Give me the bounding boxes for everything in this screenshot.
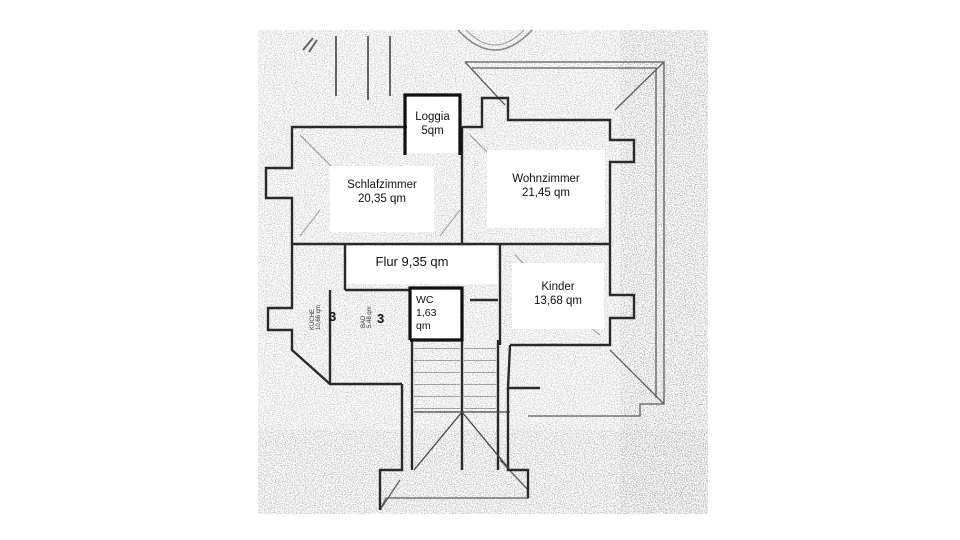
schlafzimmer-name: Schlafzimmer: [347, 179, 417, 191]
wc-area-line2: qm: [416, 320, 431, 333]
wc-area-line1: 1,63: [416, 307, 437, 320]
kueche-number: 3: [329, 309, 336, 325]
walls: [264, 96, 636, 510]
schlafzimmer-box: [330, 166, 434, 232]
kueche-number-text: 3: [329, 309, 337, 324]
stamp-seal: [457, 29, 533, 51]
stair-landing: [413, 411, 511, 471]
kinder-box: [512, 263, 604, 329]
kinder-area: 13,68 qm: [534, 295, 582, 308]
bad-number: 3: [377, 311, 384, 327]
stairs-left: [414, 342, 460, 412]
wohnzimmer-label: Wohnzimmer 21,45 qm: [487, 172, 605, 201]
wc-name: WC: [416, 294, 434, 306]
schlafzimmer-label: Schlafzimmer 20,35 qm: [330, 178, 434, 207]
kinder-label: Kinder 13,68 qm: [512, 280, 604, 309]
wc-box: [412, 290, 460, 338]
wc-label: WC 1,63 qm: [416, 294, 436, 333]
wc-walls: [408, 286, 464, 342]
loggia-box: [407, 97, 458, 153]
kueche-label: KÜCHE 10,66 qm: [310, 305, 322, 330]
wohnzimmer-area: 21,45 qm: [522, 187, 570, 200]
loggia-walls: [403, 93, 462, 155]
flur-label: Flur 9,35 qm: [347, 254, 477, 270]
scan-noise-dense-bottom: [258, 430, 708, 514]
kinder-name: Kinder: [541, 281, 575, 293]
bad-label: BAD 5.48 qm: [361, 306, 373, 328]
bad-number-text: 3: [377, 311, 385, 326]
loggia-name: Loggia: [415, 111, 450, 123]
kueche-area: 10,66 qm: [316, 304, 322, 330]
wohnzimmer-name: Wohnzimmer: [512, 173, 580, 185]
flur-box: [347, 246, 497, 284]
loggia-label: Loggia 5qm: [407, 110, 458, 139]
stairs-right: [464, 342, 496, 412]
bad-area: 5.48 qm: [367, 306, 373, 328]
margin-marks: [302, 36, 391, 100]
loggia-area: 5qm: [421, 125, 444, 138]
flur-text: Flur 9,35 qm: [375, 254, 449, 269]
schlafzimmer-area: 20,35 qm: [358, 193, 406, 206]
wohnzimmer-box: [487, 150, 605, 228]
